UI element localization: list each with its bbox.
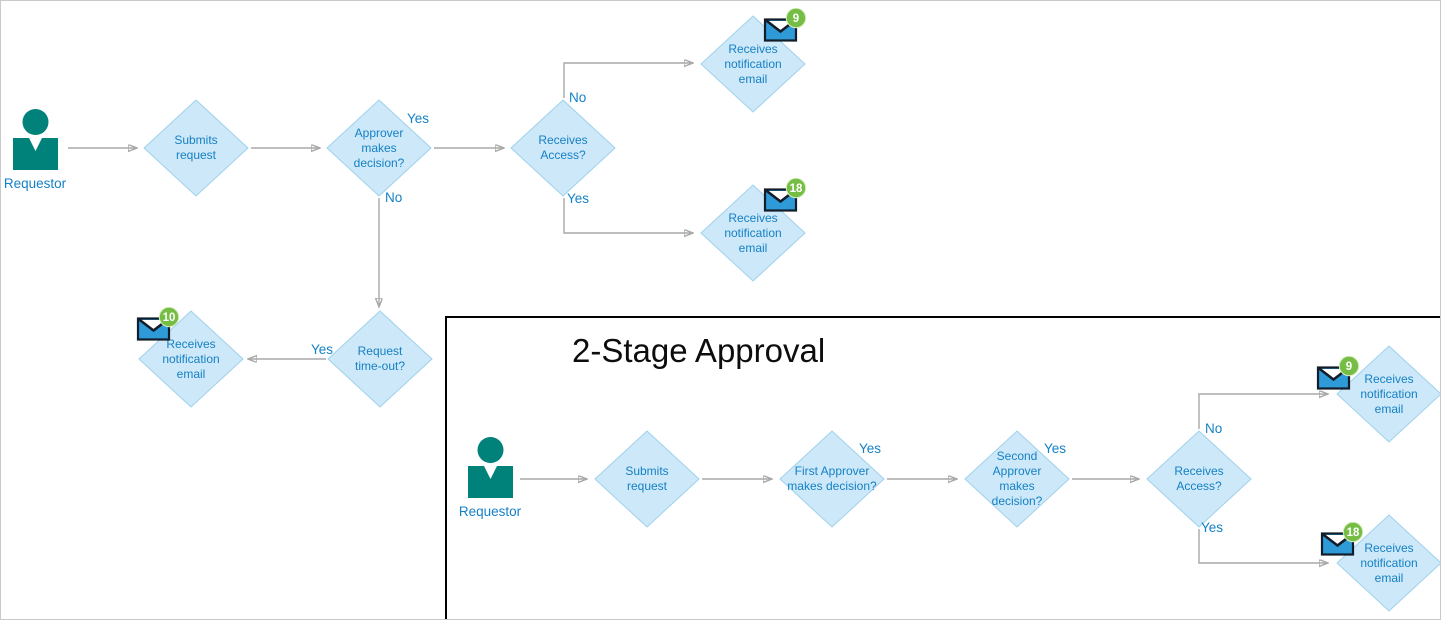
ts-node-submits-request[interactable]: Submits request bbox=[594, 430, 700, 528]
person-icon bbox=[468, 437, 513, 498]
notification-email-icon[interactable]: 9 bbox=[763, 7, 807, 42]
diamond-shape bbox=[510, 99, 616, 197]
node-label: Submits request bbox=[174, 133, 218, 162]
node-request-timeout[interactable]: Request time-out? bbox=[327, 310, 433, 408]
ts-node-first-approver[interactable]: First Approver makes decision? bbox=[779, 430, 885, 528]
node-label: Approver makes decision? bbox=[353, 125, 405, 170]
node-label: Receives notification email bbox=[162, 336, 220, 381]
diamond-shape bbox=[594, 430, 700, 528]
diamond-shape bbox=[327, 310, 433, 408]
node-label: Receives Access? bbox=[1174, 464, 1224, 493]
ts-requestor-actor[interactable]: Requestor bbox=[459, 437, 521, 527]
connector-access-no-notify bbox=[563, 63, 693, 98]
connector-ts-access-no-notify bbox=[1198, 394, 1328, 429]
node-approver-decision[interactable]: Approver makes decision? bbox=[326, 99, 432, 197]
notification-count-badge: 10 bbox=[163, 312, 176, 324]
diamond-shape bbox=[143, 99, 249, 197]
node-submits-request[interactable]: Submits request bbox=[143, 99, 249, 197]
node-label: First Approver makes decision? bbox=[787, 464, 877, 493]
edge-label-approver-no: No bbox=[385, 190, 403, 205]
notification-count-badge: 18 bbox=[790, 183, 803, 195]
node-label: Request time-out? bbox=[354, 344, 406, 373]
requestor-label: Requestor bbox=[3, 176, 67, 191]
diamond-shape bbox=[964, 430, 1070, 528]
edge-label-ts-access-no: No bbox=[1205, 421, 1223, 436]
edge-label-access-yes: Yes bbox=[567, 191, 590, 206]
two-stage-approval-title: 2-Stage Approval bbox=[572, 332, 826, 369]
node-label: Receives notification email bbox=[1360, 540, 1418, 585]
requestor-label: Requestor bbox=[458, 504, 522, 519]
notification-count-badge: 9 bbox=[793, 13, 799, 25]
notification-count-badge: 9 bbox=[1346, 361, 1352, 373]
notification-email-icon[interactable]: 18 bbox=[763, 177, 807, 212]
edge-label-approver-yes: Yes bbox=[407, 111, 430, 126]
requestor-actor[interactable]: Requestor bbox=[4, 109, 66, 199]
two-stage-approval-frame: 2-Stage Approval bbox=[445, 316, 1440, 619]
connector-ts-access-yes-notify bbox=[1198, 529, 1328, 563]
diamond-shape bbox=[326, 99, 432, 197]
envelope-icon: 10 bbox=[136, 306, 180, 341]
edge-label-ts-access-yes: Yes bbox=[1201, 520, 1224, 535]
connector-access-yes-notify bbox=[563, 198, 693, 233]
edge-label-access-no: No bbox=[569, 90, 587, 105]
edge-label-ts-first-yes: Yes bbox=[859, 441, 882, 456]
person-icon bbox=[13, 109, 58, 170]
envelope-icon: 9 bbox=[763, 7, 807, 42]
node-label: Receives notification email bbox=[724, 210, 782, 255]
ts-node-receives-access[interactable]: Receives Access? bbox=[1146, 430, 1252, 528]
notification-email-icon[interactable]: 9 bbox=[1316, 355, 1360, 390]
node-label: Receives notification email bbox=[1360, 371, 1418, 416]
notification-count-badge: 18 bbox=[1347, 527, 1360, 539]
envelope-icon: 9 bbox=[1316, 355, 1360, 390]
edge-label-ts-second-yes: Yes bbox=[1044, 441, 1067, 456]
node-label: Submits request bbox=[625, 464, 669, 493]
ts-node-notify-email-no[interactable]: Receives notification email bbox=[1336, 345, 1440, 443]
node-label: Receives Access? bbox=[538, 133, 588, 162]
diamond-shape bbox=[1336, 345, 1440, 443]
node-label: Receives notification email bbox=[724, 41, 782, 86]
notification-email-icon[interactable]: 18 bbox=[1320, 521, 1364, 556]
diamond-shape bbox=[1146, 430, 1252, 528]
notification-email-icon[interactable]: 10 bbox=[136, 306, 180, 341]
envelope-icon: 18 bbox=[763, 177, 807, 212]
ts-node-notify-email-yes[interactable]: Receives notification email bbox=[1336, 514, 1440, 612]
edge-label-timeout-yes: Yes bbox=[311, 342, 334, 357]
node-label: Second Approver makes decision? bbox=[991, 449, 1043, 508]
node-receives-access[interactable]: Receives Access? bbox=[510, 99, 616, 197]
ts-node-second-approver[interactable]: Second Approver makes decision? bbox=[964, 430, 1070, 528]
envelope-icon: 18 bbox=[1320, 521, 1364, 556]
diamond-shape bbox=[779, 430, 885, 528]
diamond-shape bbox=[1336, 514, 1440, 612]
